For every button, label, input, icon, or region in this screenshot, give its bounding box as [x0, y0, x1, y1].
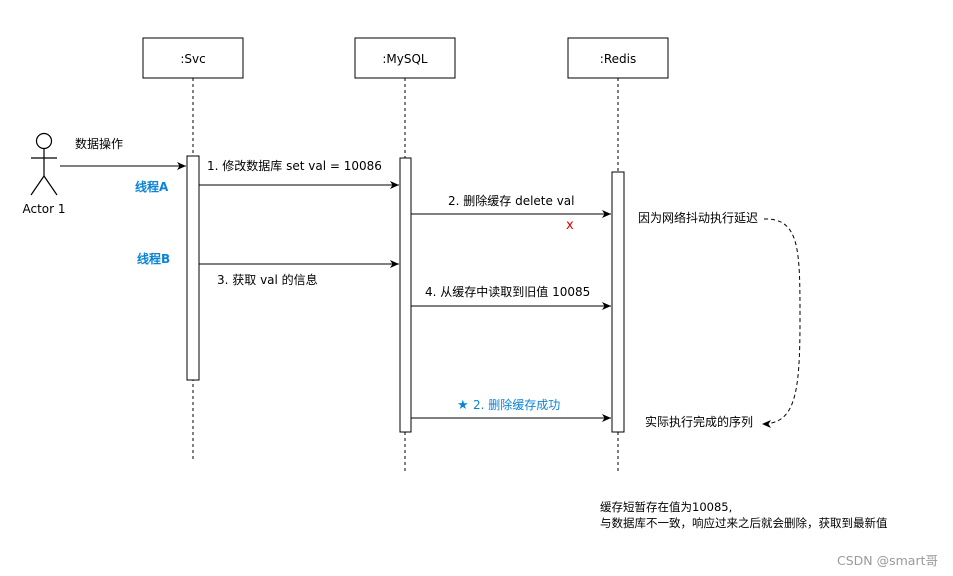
participant-mysql-label: :MySQL: [382, 52, 428, 66]
activation-svc: [186, 155, 200, 381]
actor-icon: [30, 132, 58, 196]
participant-redis-label: :Redis: [600, 52, 636, 66]
message-3-label: 3. 获取 val 的信息: [217, 272, 318, 287]
participant-mysql[interactable]: :MySQL: [354, 37, 456, 79]
thread-a-label: 线程A: [135, 179, 169, 194]
star-icon: ★: [457, 398, 469, 413]
message-5-label: 2. 删除缓存成功: [473, 397, 560, 412]
watermark: CSDN @smart哥: [837, 553, 938, 568]
delay-connector-arrow: [761, 218, 801, 428]
note-delay: 因为网络抖动执行延迟: [638, 210, 758, 225]
message-1-label: 1. 修改数据库 set val = 10086: [207, 158, 382, 173]
activation-mysql: [399, 157, 412, 433]
activation-redis: [611, 171, 625, 433]
participant-svc-label: :Svc: [180, 52, 205, 66]
fail-marker: x: [566, 218, 574, 233]
footer-note-line2: 与数据库不一致，响应过来之后就会删除，获取到最新值: [600, 516, 888, 530]
message-2-label: 2. 删除缓存 delete val: [448, 193, 575, 208]
participant-svc[interactable]: :Svc: [142, 37, 244, 79]
message-4-label: 4. 从缓存中读取到旧值 10085: [425, 284, 590, 299]
footer-note-line1: 缓存短暂存在值为10085,: [600, 500, 732, 514]
actor-label: Actor 1: [22, 202, 65, 216]
message-data-op-label: 数据操作: [75, 136, 123, 151]
thread-b-label: 线程B: [137, 251, 170, 266]
note-actual: 实际执行完成的序列: [645, 414, 753, 429]
participant-redis[interactable]: :Redis: [567, 37, 669, 79]
